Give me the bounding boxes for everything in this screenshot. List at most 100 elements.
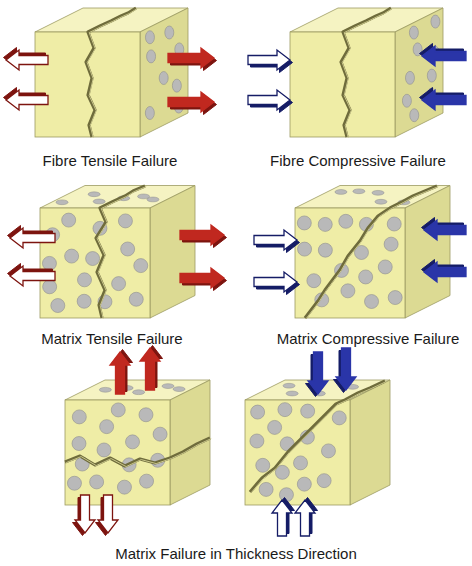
cube-front-face: [35, 32, 140, 137]
fibre-end: [294, 456, 308, 470]
fibre-end: [297, 216, 311, 230]
failure-caption: Matrix Compressive Failure: [258, 330, 472, 348]
fibre-end: [259, 482, 273, 496]
fibre-end: [173, 387, 185, 392]
load-arrow: [96, 495, 119, 536]
fibre-end: [341, 284, 355, 298]
load-arrow: [248, 50, 293, 73]
load-arrow: [420, 88, 467, 111]
fibre-end: [427, 69, 436, 82]
fibre-end: [88, 192, 100, 197]
fibre-end: [339, 214, 353, 228]
composite-cube: [295, 186, 450, 319]
load-arrow: [272, 498, 295, 537]
load-arrow: [422, 218, 467, 241]
load-arrow: [420, 44, 467, 67]
load-arrow: [422, 260, 467, 283]
arrow-body: [98, 495, 118, 533]
fibre-end: [145, 106, 154, 119]
load-arrow: [334, 348, 357, 393]
fibre-end: [97, 443, 111, 457]
arrow-body: [422, 90, 466, 110]
failure-caption: Matrix Failure in Thickness Direction: [26, 545, 446, 563]
fibre-end: [283, 383, 295, 388]
fibre-end: [318, 217, 332, 231]
fibre-end: [335, 190, 347, 195]
arrow-body: [168, 92, 214, 112]
fibre-end: [139, 408, 153, 422]
crack-edge: [251, 382, 386, 493]
fibre-end: [278, 403, 292, 417]
composite-cube: [35, 8, 188, 137]
arrow-body: [6, 90, 48, 110]
load-arrow: [8, 264, 56, 287]
fibre-end: [431, 15, 440, 28]
fibre-end: [43, 280, 57, 294]
fibre-end: [297, 477, 311, 491]
fibre-end: [67, 476, 81, 490]
fibre-end: [111, 403, 125, 417]
arrow-body: [10, 228, 55, 248]
fibre-end: [65, 249, 79, 263]
fibre-end: [126, 435, 140, 449]
load-arrow: [254, 230, 300, 253]
arrow-body: [424, 220, 466, 240]
fibre-end: [251, 405, 265, 419]
fibre-end: [298, 242, 312, 256]
fibre-end: [153, 427, 167, 441]
crack: [305, 186, 437, 318]
fibre-end: [90, 475, 104, 489]
arrow-body: [295, 500, 315, 536]
load-arrow: [168, 48, 217, 71]
crack-edge: [306, 187, 438, 319]
failure-caption: Matrix Tensile Failure: [7, 330, 217, 348]
fibre-end: [321, 444, 335, 458]
arrow-body: [336, 348, 356, 390]
arrow-body: [248, 50, 290, 70]
fibre-end: [138, 194, 150, 199]
fibre-end: [332, 411, 346, 425]
crack: [250, 381, 385, 492]
fibre-end: [378, 260, 392, 274]
load-arrow: [295, 498, 318, 537]
fibre-end: [162, 384, 174, 389]
arrow-body: [6, 50, 48, 70]
load-arrow: [73, 495, 96, 536]
fibre-end: [117, 480, 131, 494]
fibre-end: [268, 420, 282, 434]
fibre-end: [353, 189, 365, 194]
fibre-end: [365, 295, 379, 309]
arrow-body: [110, 352, 130, 394]
fibre-end: [86, 252, 100, 266]
fibre-end: [72, 410, 86, 424]
load-arrow: [306, 352, 329, 397]
fibre-end: [387, 217, 401, 231]
fibre-end: [145, 31, 154, 44]
crack-edge: [97, 187, 146, 319]
arrow-body: [140, 348, 160, 390]
fibre-end: [409, 26, 418, 39]
fibre-end: [129, 292, 143, 306]
fibre-end: [388, 291, 402, 305]
failure-caption: Fibre Compressive Failure: [248, 152, 468, 170]
failure-caption: Fibre Tensile Failure: [5, 152, 215, 170]
fibre-end: [72, 437, 86, 451]
load-arrow: [110, 350, 133, 395]
arrow-body: [254, 272, 297, 292]
cube-side-face: [350, 380, 390, 505]
arrow-body: [180, 268, 224, 288]
load-arrow: [168, 92, 217, 115]
fibre-end: [286, 391, 298, 396]
arrow-body: [168, 48, 214, 68]
composite-cube: [245, 380, 390, 505]
load-arrow: [4, 48, 49, 71]
fibre-end: [405, 71, 414, 84]
fibre-end: [307, 274, 321, 288]
arrow-body: [248, 90, 290, 110]
load-arrow: [4, 88, 49, 111]
fibre-end: [62, 213, 76, 227]
fibre-end: [133, 390, 145, 395]
arrow-body: [180, 225, 224, 245]
